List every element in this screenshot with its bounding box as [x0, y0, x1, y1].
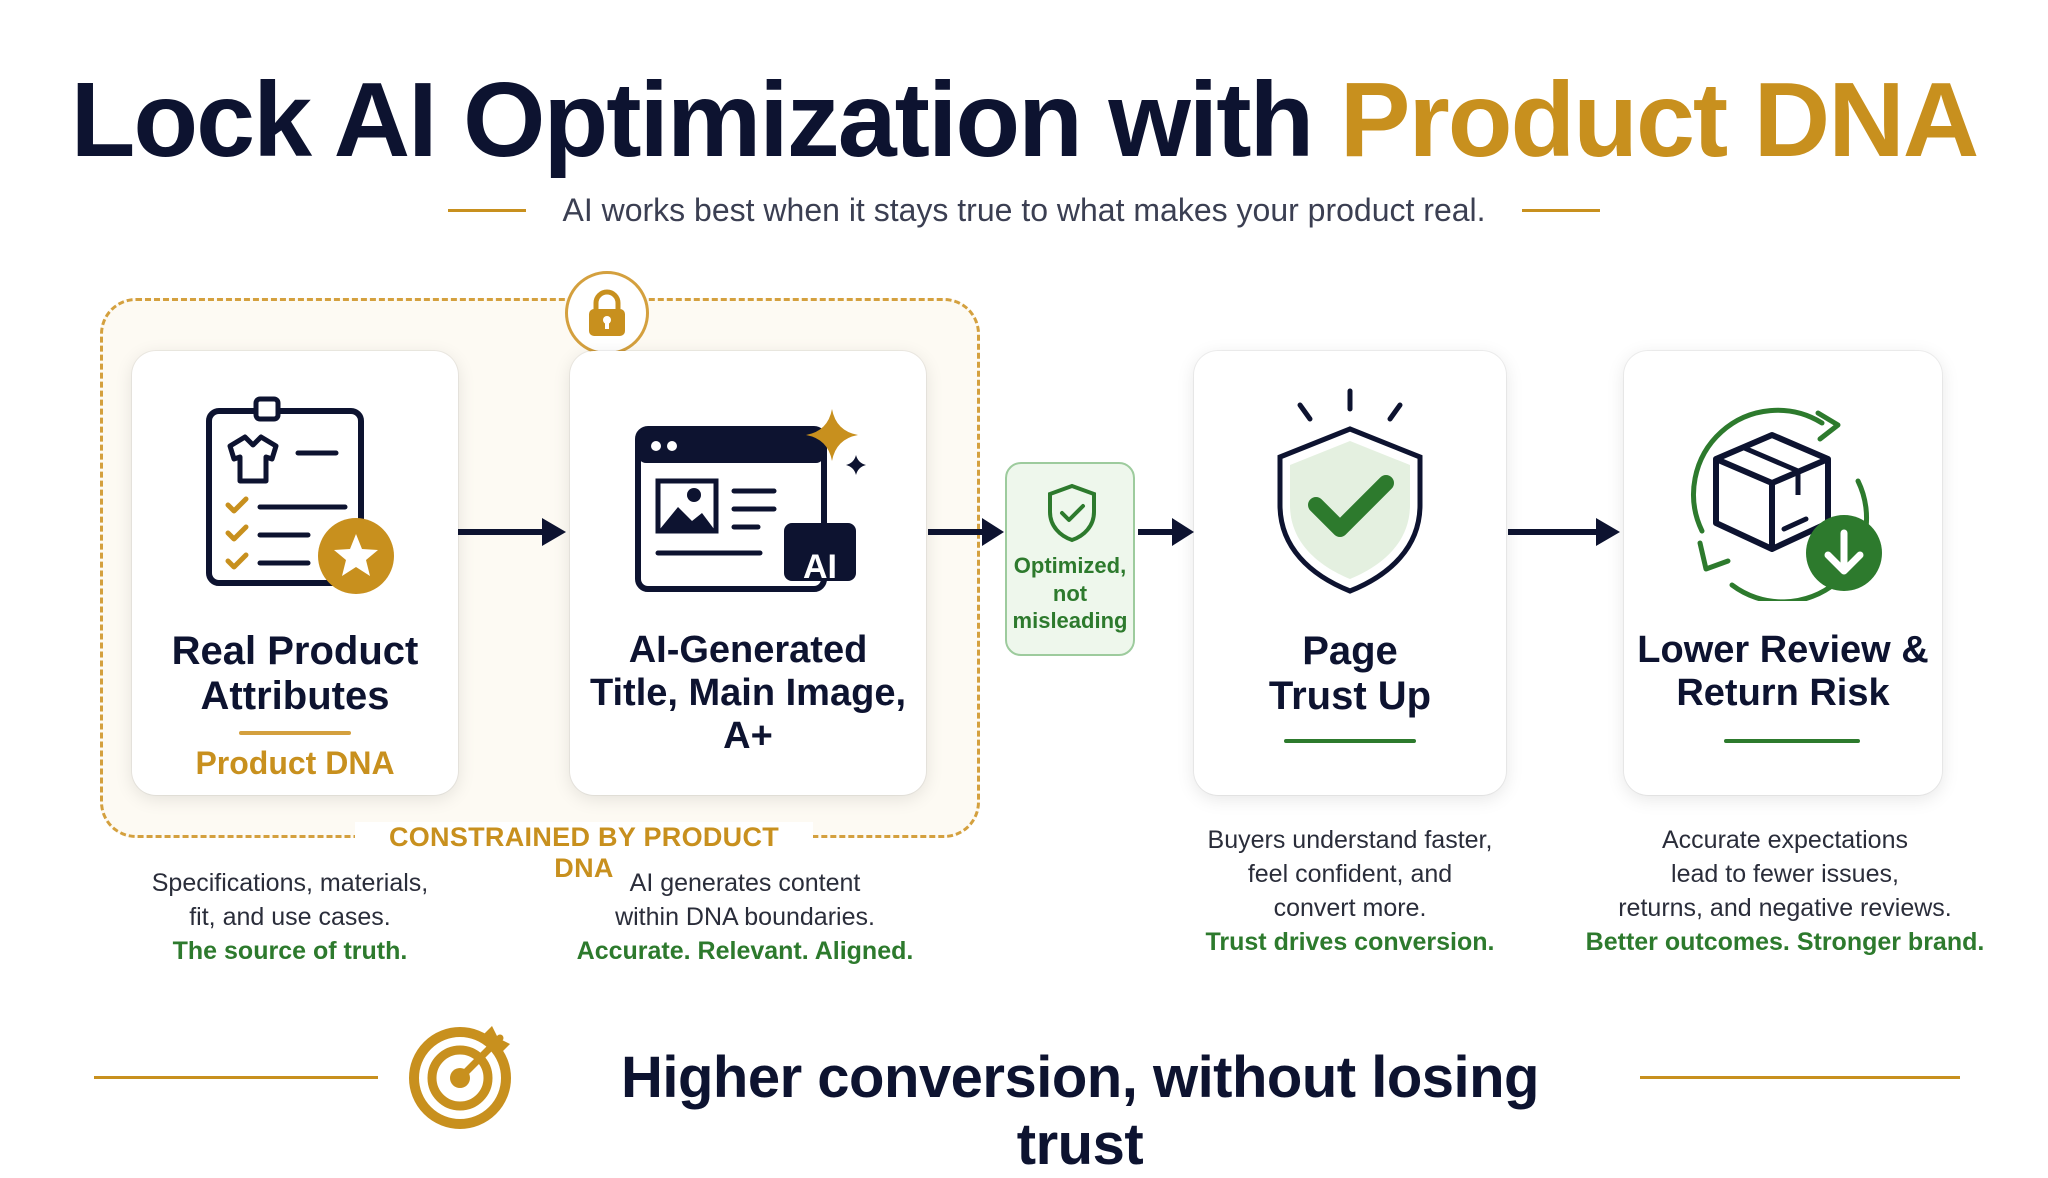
shield-check-icon [1048, 483, 1096, 543]
card-4-title-line-1: Lower Review & [1637, 629, 1929, 671]
shield-check-large-icon [1277, 388, 1423, 594]
arrow-1 [458, 518, 566, 546]
card-2-title-line-1: AI-Generated [628, 629, 868, 671]
card-2-title: AI-Generated Title, Main Image, A+ [570, 629, 926, 758]
footer-left-rule [94, 1076, 378, 1079]
card-1-title-line-1: Real Product [171, 629, 419, 673]
desc-1-highlight: The source of truth. [172, 937, 408, 965]
arrow-3 [1138, 518, 1194, 546]
product-dna-label: Product DNA [195, 745, 395, 781]
desc-4-line-3: returns, and negative reviews. [1618, 894, 1952, 922]
badge-line-1: Optimized, [1013, 553, 1127, 578]
card-1-title: Real Product Attributes [132, 629, 458, 719]
desc-2-highlight: Accurate. Relevant. Aligned. [576, 937, 914, 965]
desc-3-line-2: feel confident, and [1247, 860, 1453, 888]
card-4-title-line-2: Return Risk [1676, 671, 1890, 714]
footer-tagline: Higher conversion, without losing trust [621, 1045, 1540, 1177]
desc-3: Buyers understand faster, feel confident… [1155, 823, 1545, 959]
ai-browser-icon [635, 409, 866, 592]
card-1-title-line-2: Attributes [200, 674, 390, 719]
optimized-badge-text: Optimized, not misleading [1007, 552, 1133, 635]
card-4-underline [1724, 739, 1860, 743]
lock-icon [589, 289, 625, 336]
desc-1-line-2: fit, and use cases. [189, 903, 391, 931]
card-3-underline [1284, 739, 1416, 743]
card-lower-review-return-risk: Lower Review & Return Risk [1624, 351, 1942, 795]
card-2-title-line-2: Title, Main Image, A+ [589, 671, 907, 757]
desc-3-line-3: convert more. [1273, 894, 1427, 922]
desc-4: Accurate expectations lead to fewer issu… [1580, 823, 1990, 959]
page-title: Lock AI Optimization with Product DNA [0, 62, 2048, 179]
card-3-title: Page Trust Up [1194, 629, 1506, 719]
subtitle-right-rule [1521, 209, 1600, 212]
desc-3-highlight: Trust drives conversion. [1205, 928, 1495, 956]
clipboard-icon [206, 396, 394, 594]
constrained-region-label: CONSTRAINED BY PRODUCT DNA [355, 822, 813, 884]
optimized-badge: Optimized, not misleading [1005, 462, 1135, 656]
card-4-title: Lower Review & Return Risk [1624, 629, 1942, 715]
desc-4-line-2: lead to fewer issues, [1671, 860, 1899, 888]
desc-1-line-1: Specifications, materials, [151, 869, 429, 897]
subtitle-left-rule [448, 209, 527, 212]
badge-line-2: not [1052, 580, 1088, 606]
title-main: Lock AI Optimization with [70, 61, 1340, 179]
arrow-2 [928, 518, 1004, 546]
desc-1: Specifications, materials, fit, and use … [110, 866, 470, 968]
footer-right-rule [1640, 1076, 1960, 1079]
title-accent: Product DNA [1339, 61, 1980, 179]
desc-4-highlight: Better outcomes. Stronger brand. [1585, 928, 1985, 956]
card-ai-generated: AI AI-Generated Title, Main Image, A+ [570, 351, 926, 795]
target-icon [409, 1026, 511, 1129]
desc-4-line-1: Accurate expectations [1662, 826, 1908, 854]
card-3-title-line-2: Trust Up [1268, 674, 1432, 719]
desc-2-line-2: within DNA boundaries. [615, 903, 875, 931]
desc-3-line-1: Buyers understand faster, [1207, 826, 1493, 854]
ai-tag: AI [803, 547, 837, 586]
badge-line-3: misleading [1012, 608, 1128, 633]
subtitle: AI works best when it stays true to what… [562, 192, 1486, 228]
desc-2: AI generates content within DNA boundari… [560, 866, 930, 968]
box-return-icon [1691, 407, 1882, 601]
arrow-4 [1508, 518, 1620, 546]
subtitle-row: AI works best when it stays true to what… [0, 192, 2048, 229]
desc-2-line-1: AI generates content [629, 869, 861, 897]
card-3-title-line-1: Page [1302, 629, 1398, 673]
lock-badge [565, 271, 649, 355]
card-page-trust-up: Page Trust Up [1194, 351, 1506, 795]
card-1-underline [239, 731, 351, 735]
card-real-product-attributes: Real Product Attributes Product DNA [132, 351, 458, 795]
